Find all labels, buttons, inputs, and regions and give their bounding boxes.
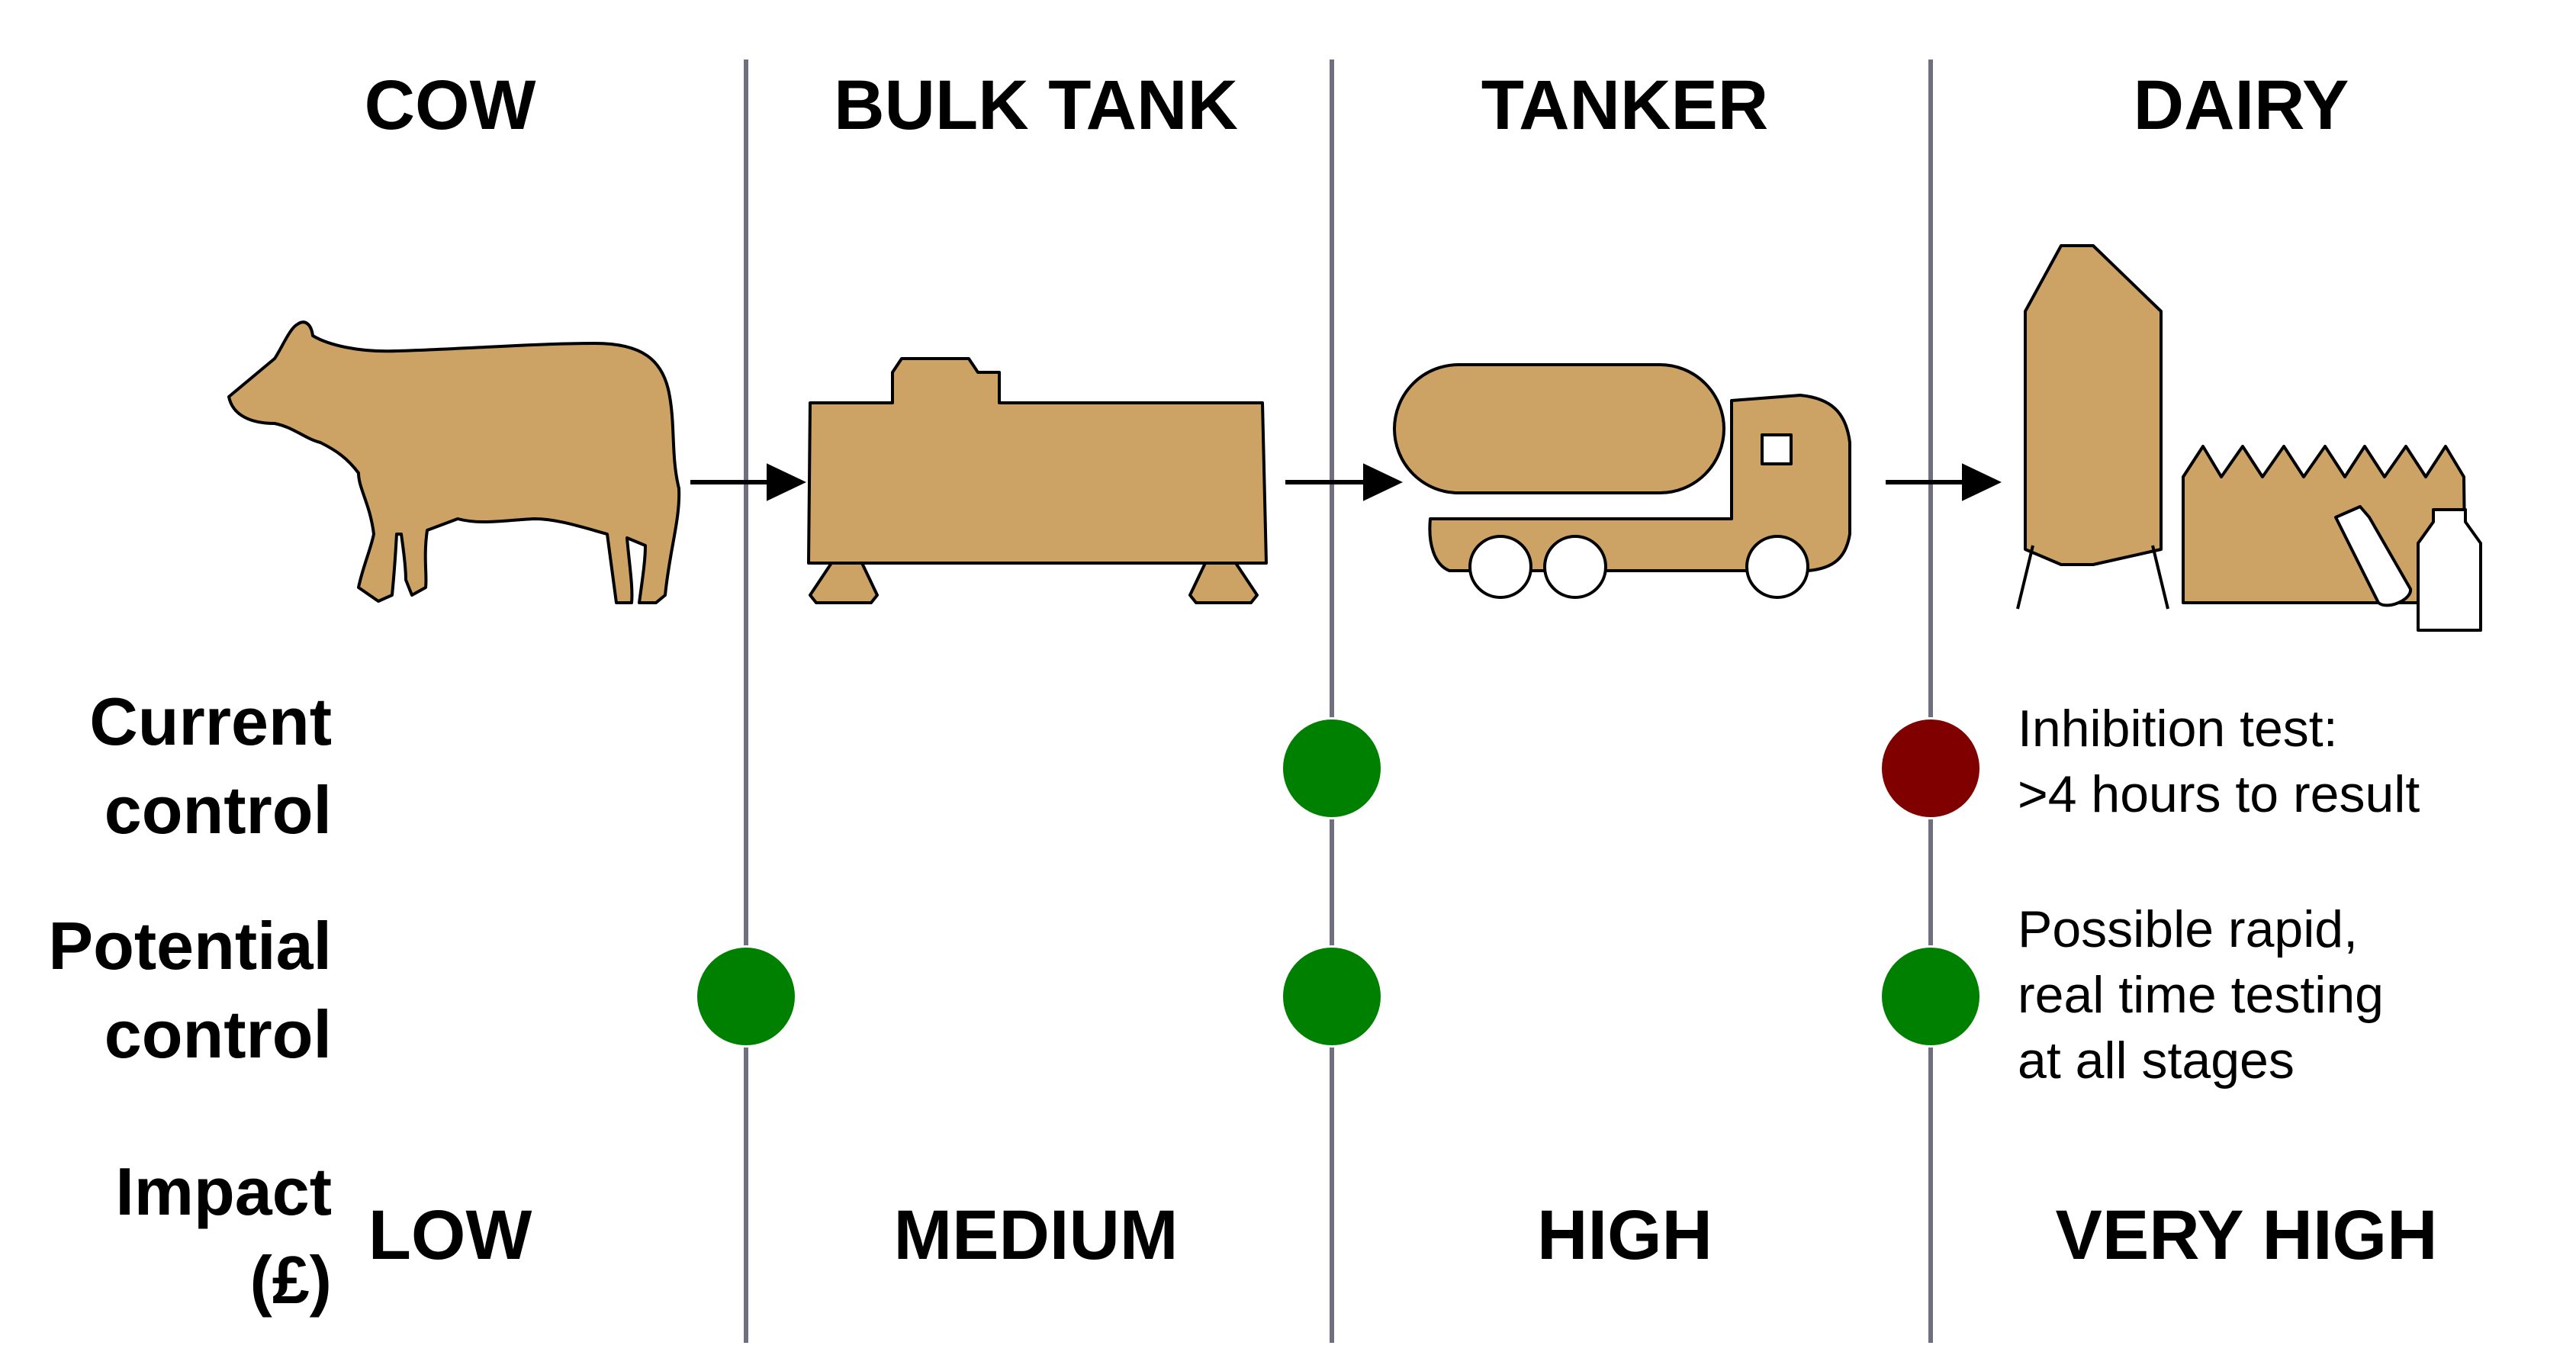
tanker-truck-icon	[1393, 363, 1851, 599]
row-label-potential-control: Potential control	[11, 902, 332, 1079]
row-label-potential-line1: Potential	[48, 908, 332, 983]
dairy-plant-icon	[2016, 244, 2482, 632]
row-label-potential-line2: control	[104, 996, 332, 1072]
impact-cow: LOW	[368, 1196, 532, 1274]
bulk-tank-icon	[807, 357, 1268, 604]
impact-dairy: VERY HIGH	[2055, 1196, 2438, 1274]
cow-icon	[227, 320, 681, 604]
arrow-right-icon	[690, 463, 806, 501]
arrow-right-icon	[1886, 463, 2002, 501]
potential-control-dot-bulk-tank	[695, 945, 797, 1048]
current-note-line1: Inhibition test:	[2018, 700, 2338, 758]
row-label-current-line1: Current	[89, 684, 332, 759]
row-label-impact-line1: Impact	[115, 1154, 332, 1229]
potential-note-line1: Possible rapid,	[2018, 900, 2359, 958]
heading-bulk-tank: BULK TANK	[834, 66, 1238, 144]
row-label-current-line2: control	[104, 772, 332, 848]
arrow-right-icon	[1285, 463, 1403, 501]
row-label-current-control: Current control	[11, 678, 332, 855]
impact-bulk-tank: MEDIUM	[893, 1196, 1179, 1274]
current-control-dot-tanker	[1281, 717, 1383, 819]
potential-note-line3: at all stages	[2018, 1032, 2295, 1090]
potential-note-line2: real time testing	[2018, 966, 2384, 1024]
current-control-dot-dairy	[1880, 717, 1982, 819]
heading-tanker: TANKER	[1481, 66, 1769, 144]
potential-control-dot-tanker	[1281, 945, 1383, 1048]
current-note-line2: >4 hours to result	[2018, 765, 2420, 823]
potential-control-note: Possible rapid, real time testing at all…	[2018, 896, 2384, 1093]
illustrations	[227, 244, 2482, 632]
heading-dairy: DAIRY	[2133, 66, 2349, 144]
heading-cow: COW	[364, 66, 536, 144]
divider-tanker-dairy	[1928, 60, 1933, 1343]
impact-tanker: HIGH	[1537, 1196, 1713, 1274]
row-label-impact: Impact (£)	[11, 1148, 332, 1325]
potential-control-dot-dairy	[1880, 945, 1982, 1048]
divider-bulk-tank-tanker	[1330, 60, 1334, 1343]
row-label-impact-line2: (£)	[249, 1242, 332, 1318]
current-control-note: Inhibition test: >4 hours to result	[2018, 696, 2420, 827]
divider-cow-bulk-tank	[744, 60, 748, 1343]
